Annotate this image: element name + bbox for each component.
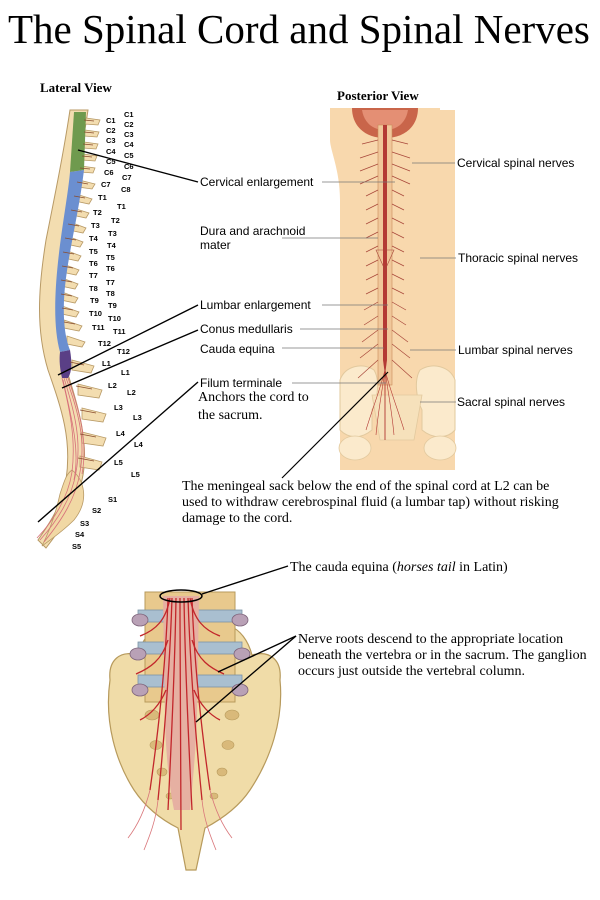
vertebra-label: T2: [111, 216, 120, 225]
filum-terminale-label: Filum terminale: [200, 376, 283, 390]
vertebra-label: T4: [89, 234, 98, 243]
vertebra-label: C1: [106, 116, 116, 125]
posterior-leader-lines: [282, 162, 456, 403]
vertebra-label: T10: [108, 314, 121, 323]
vertebra-label: S1: [108, 495, 118, 504]
filum-note-line1: Anchors the cord to: [198, 390, 309, 405]
vertebra-label: C7: [101, 180, 111, 189]
vertebra-label: T9: [90, 296, 99, 305]
vertebra-label: S4: [75, 530, 85, 539]
cauda-equina-label: Cauda equina: [200, 342, 275, 356]
page-title: The Spinal Cord and Spinal Nerves: [8, 6, 590, 52]
vertebra-label: S2: [92, 506, 102, 515]
bottom-pointer-lines: [195, 565, 297, 723]
vertebra-label: T5: [89, 247, 98, 256]
vertebra-label: T4: [107, 241, 116, 250]
sacral-spinal-nerves-label: Sacral spinal nerves: [457, 395, 566, 409]
vertebra-label: C5: [124, 151, 134, 160]
vertebra-label: L4: [116, 429, 125, 438]
lateral-pointer-lines: [37, 149, 199, 523]
vertebra-label: C3: [106, 136, 116, 145]
vertebra-label: C7: [122, 173, 132, 182]
vertebra-label: T11: [92, 323, 105, 332]
vertebra-label: L5: [114, 458, 123, 467]
vertebra-label: T1: [98, 193, 107, 202]
vertebra-label: L2: [127, 388, 136, 397]
vertebra-label: C2: [106, 126, 116, 135]
lumbar-enlargement-label: Lumbar enlargement: [200, 298, 311, 312]
thoracic-spinal-nerves-label: Thoracic spinal nerves: [458, 251, 579, 265]
vertebra-label: T5: [106, 253, 115, 262]
vertebra-label: L2: [108, 381, 117, 390]
nerve-roots-note: Nerve roots descend to the appropriate l…: [298, 632, 587, 679]
vertebra-label: T6: [89, 259, 98, 268]
meningeal-sack-note: The meningeal sack below the end of the …: [182, 479, 559, 526]
vertebra-label: C1: [124, 110, 134, 119]
vertebra-label: S3: [80, 519, 90, 528]
vertebra-label: T1: [117, 202, 126, 211]
vertebra-label: L4: [134, 440, 143, 449]
vertebra-label: T3: [91, 221, 100, 230]
dura-arachnoid-label-line2: mater: [200, 238, 231, 252]
vertebra-label: T6: [106, 264, 115, 273]
lateral-view-label: Lateral View: [40, 80, 112, 95]
cauda-equina-illustration: [107, 589, 282, 871]
meningeal-pointer-line: [281, 371, 389, 479]
dura-arachnoid-label-line1: Dura and arachnoid: [200, 224, 306, 238]
cervical-enlargement-label: Cervical enlargement: [200, 175, 314, 189]
vertebra-label: T11: [113, 327, 126, 336]
vertebra-label: T8: [106, 289, 115, 298]
lumbar-spinal-nerves-label: Lumbar spinal nerves: [458, 343, 573, 357]
vertebra-label: C6: [104, 168, 114, 177]
vertebra-label: T3: [108, 229, 117, 238]
vertebra-label: T12: [98, 339, 111, 348]
vertebra-label: L1: [102, 359, 111, 368]
vertebra-label: L5: [131, 470, 140, 479]
vertebra-label: T8: [89, 284, 98, 293]
conus-medullaris-label: Conus medullaris: [200, 322, 293, 336]
vertebra-label: T7: [106, 278, 115, 287]
vertebra-label: T2: [93, 208, 102, 217]
vertebra-label: T9: [108, 301, 117, 310]
posterior-view-label: Posterior View: [337, 88, 419, 103]
vertebra-label: C4: [106, 147, 116, 156]
cervical-spinal-nerves-label: Cervical spinal nerves: [457, 156, 575, 170]
vertebra-label: S5: [72, 542, 82, 551]
vertebra-label: C2: [124, 120, 134, 129]
vertebra-label: C6: [124, 162, 134, 171]
vertebra-label: C3: [124, 130, 134, 139]
vertebra-label: C4: [124, 140, 134, 149]
posterior-spine-illustration: [330, 108, 457, 470]
filum-note-line2: the sacrum.: [198, 408, 263, 423]
vertebra-label: L3: [114, 403, 123, 412]
vertebra-label: C8: [121, 185, 131, 194]
vertebra-label: L1: [121, 368, 130, 377]
cauda-equina-note: The cauda equina (horses tail in Latin): [290, 560, 508, 575]
vertebra-label: C5: [106, 157, 116, 166]
lateral-spine-illustration: [36, 109, 107, 549]
vertebra-label: T7: [89, 271, 98, 280]
vertebra-label: T12: [117, 347, 130, 356]
vertebra-label: L3: [133, 413, 142, 422]
vertebra-label: T10: [89, 309, 102, 318]
